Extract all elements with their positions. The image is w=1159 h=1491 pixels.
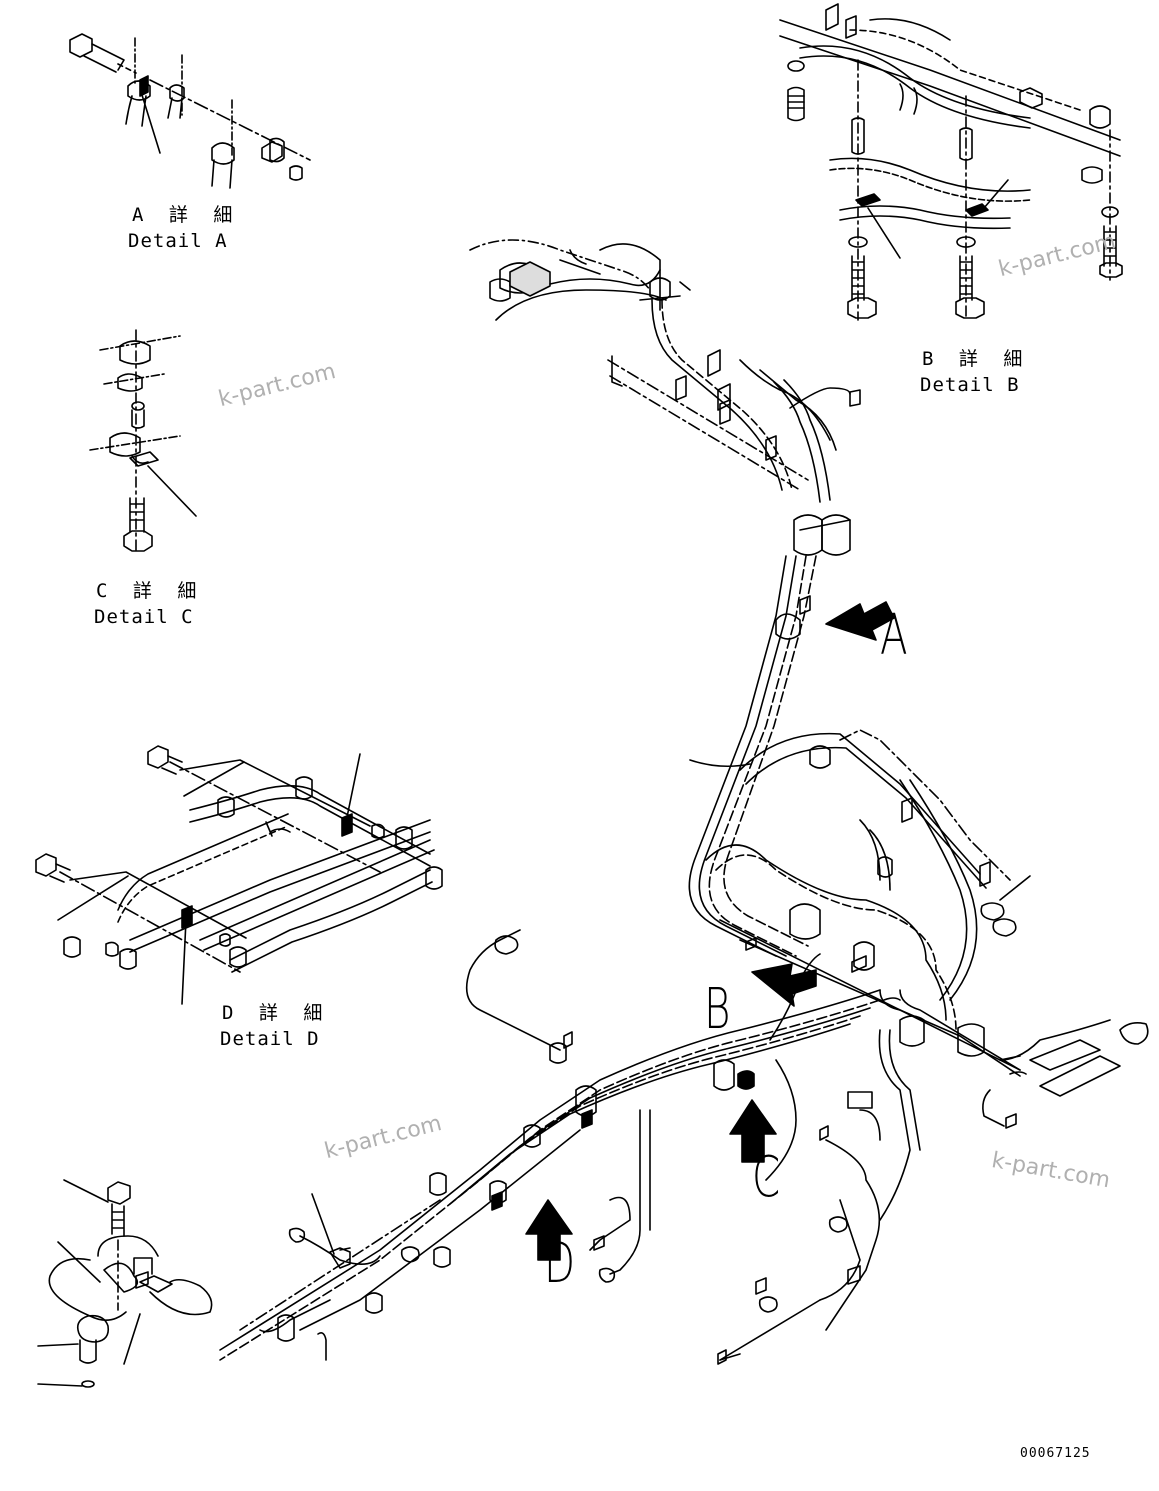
detail-c-drawing xyxy=(89,329,197,552)
detail-d-title-jp: D 詳 細 xyxy=(222,1002,330,1024)
arrow-label-d: D xyxy=(544,1231,576,1296)
detail-d-drawing xyxy=(35,745,443,1005)
arrow-c-icon xyxy=(729,1099,777,1163)
detail-b-title-en: Detail B xyxy=(920,374,1020,396)
detail-c-title-jp: C 詳 細 xyxy=(96,580,204,602)
detail-a-title-en: Detail A xyxy=(128,230,228,252)
arrow-d-icon xyxy=(525,1199,573,1261)
drawing-code: 00067125 xyxy=(1020,1446,1091,1461)
detail-b-title-jp: B 詳 細 xyxy=(922,348,1030,370)
arrow-b-icon xyxy=(751,963,817,1007)
detail-a-title-jp: A 詳 細 xyxy=(132,204,240,226)
arrow-label-a: A xyxy=(880,603,908,668)
main-harness-drawing xyxy=(219,239,1149,1365)
detail-c-title-en: Detail C xyxy=(94,606,194,628)
detail-d-title-en: Detail D xyxy=(220,1028,320,1050)
arrow-label-b: B xyxy=(704,977,731,1042)
arrow-label-c: C xyxy=(752,1145,781,1210)
arrow-a-icon xyxy=(825,601,895,641)
detail-a-drawing xyxy=(69,33,311,189)
sensor-bracket-drawing xyxy=(37,1179,213,1388)
detail-b-drawing xyxy=(779,3,1123,321)
